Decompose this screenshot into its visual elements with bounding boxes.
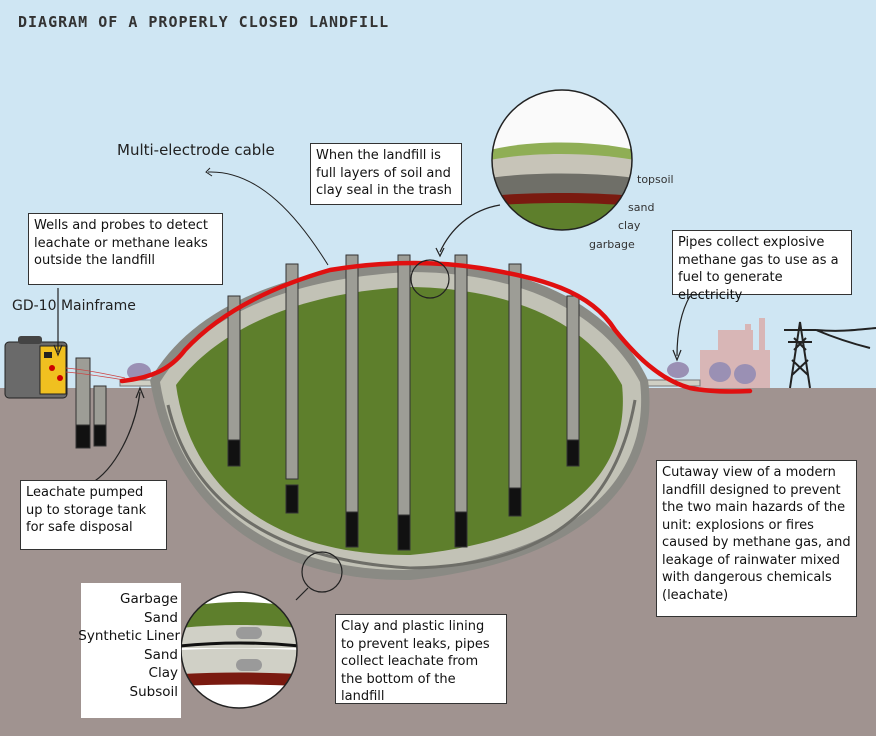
cable-label: Multi-electrode cable <box>117 141 275 159</box>
bottom-layer-garbage: Garbage <box>119 591 178 607</box>
mainframe-label: GD-10 Mainframe <box>12 298 136 314</box>
arrow-pipes <box>676 295 691 357</box>
zoom-connector-top <box>439 204 501 253</box>
topsoil-magnifier-outline <box>491 89 633 231</box>
top-layer-topsoil: topsoil <box>637 173 674 186</box>
top-layer-garbage: garbage <box>589 238 635 251</box>
layer-list-panel <box>81 583 181 718</box>
arrow-cable <box>207 171 329 266</box>
zoom-connector-bottom <box>295 587 309 601</box>
callout-pipes: Pipes collect explosive methane gas to u… <box>672 230 852 303</box>
callout-lining: Clay and plastic lining to prevent leaks… <box>335 614 507 704</box>
bottom-layer-subsoil: Subsoil <box>129 683 179 700</box>
multi-electrode-cable <box>119 260 753 394</box>
arrow-leachate <box>89 391 141 485</box>
liner-magnifier-outline <box>180 591 298 709</box>
callout-landfill-full: When the landfill is full layers of soil… <box>310 143 462 205</box>
leachate-drain-pipe <box>166 399 637 570</box>
gd10-mainframe-device <box>4 336 68 399</box>
diagram-title: DIAGRAM OF A PROPERLY CLOSED LANDFILL <box>18 13 390 31</box>
topsoil-magnifier <box>492 90 632 230</box>
top-layer-sand: sand <box>628 201 655 214</box>
zoom-spot-bottom <box>301 551 343 593</box>
bottom-layer-list: Garbage Sand Synthetic Liner Sand Clay S… <box>70 590 180 701</box>
callout-cutaway: Cutaway view of a modern landfill design… <box>656 460 857 617</box>
gas-wells <box>227 254 580 551</box>
power-plant <box>667 318 770 388</box>
outside-probes <box>75 357 107 449</box>
power-pylon <box>784 321 876 389</box>
bottom-layer-clay: Clay <box>148 665 178 681</box>
callout-wells: Wells and probes to detect leachate or m… <box>28 213 223 285</box>
bottom-layer-sand: Sand <box>144 609 178 626</box>
bottom-layer-synthetic-liner: Synthetic Liner <box>78 628 180 644</box>
callout-leachate: Leachate pumped up to storage tank for s… <box>20 480 167 550</box>
zoom-spot-top <box>410 259 450 299</box>
top-layer-clay: clay <box>618 219 641 232</box>
bottom-layer-sand-2: Sand <box>144 646 178 663</box>
